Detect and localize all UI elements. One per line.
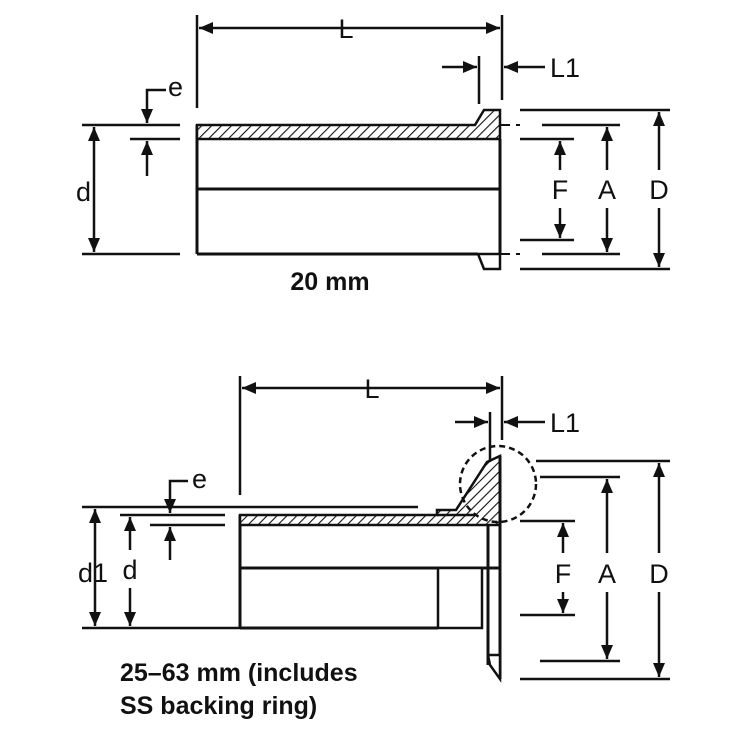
top-dim-L1: L1 <box>442 53 580 104</box>
bottom-dim-F: F <box>520 519 575 617</box>
top-dim-A: A <box>542 123 620 256</box>
top-label-D: D <box>649 175 669 205</box>
bottom-label-L: L <box>364 374 379 404</box>
top-label-e: e <box>168 72 183 102</box>
bottom-dim-L: L <box>238 374 504 495</box>
top-label-d: d <box>76 177 91 207</box>
bottom-label-D: D <box>649 559 669 589</box>
bottom-dim-d: d <box>120 513 150 626</box>
top-label-F: F <box>552 175 569 205</box>
bottom-wall-section <box>238 454 502 527</box>
bottom-caption-line1: 25–63 mm (includes <box>120 659 358 687</box>
bottom-label-L1: L1 <box>550 408 580 438</box>
top-label-L: L <box>338 14 353 44</box>
detail-circle <box>458 444 538 524</box>
bottom-dim-e: e <box>150 464 225 560</box>
top-dim-L: L <box>195 14 504 108</box>
bottom-label-A: A <box>598 559 616 589</box>
top-caption: 20 mm <box>290 268 369 296</box>
top-dim-e: e <box>130 72 183 176</box>
bottom-label-F: F <box>555 559 572 589</box>
top-dim-F: F <box>520 137 574 242</box>
bottom-label-d: d <box>122 555 137 585</box>
top-ferrule-body <box>195 108 502 271</box>
backing-ring <box>436 566 484 630</box>
top-flange-lip <box>476 252 502 271</box>
bottom-caption-line2: SS backing ring) <box>120 692 317 720</box>
bottom-dim-D: D <box>520 459 670 681</box>
top-label-L1: L1 <box>550 53 580 83</box>
bottom-dim-d1: d1 <box>78 505 418 630</box>
bottom-label-d1: d1 <box>78 558 108 588</box>
bottom-flange-lip <box>486 653 502 683</box>
bottom-dim-A: A <box>540 475 620 663</box>
top-ferrule-view: L L1 e d <box>76 14 670 296</box>
top-label-A: A <box>598 175 616 205</box>
bottom-dim-L1: L1 <box>455 408 580 462</box>
bottom-ferrule-body <box>238 454 502 683</box>
top-dim-d: d <box>76 123 180 256</box>
top-wall-section <box>195 108 502 141</box>
bottom-label-e: e <box>192 464 207 494</box>
bottom-ferrule-view: L L1 e d1 <box>78 374 670 720</box>
top-dim-D: D <box>520 108 670 271</box>
